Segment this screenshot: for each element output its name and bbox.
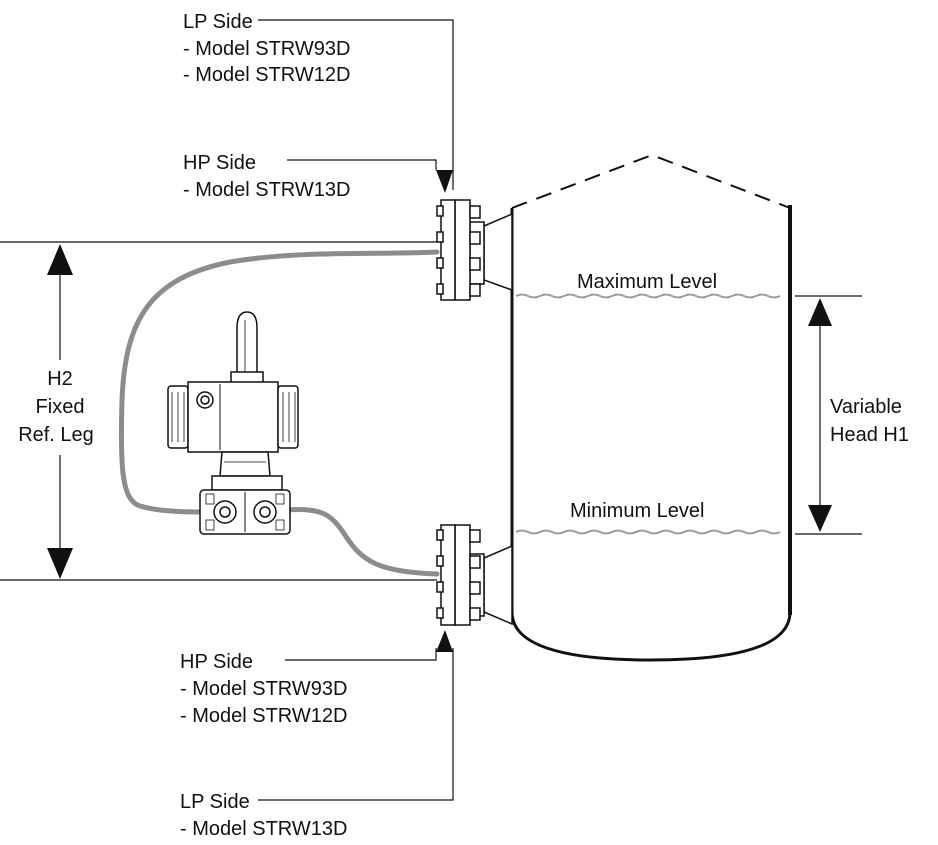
h1-label-line-2: Head H1	[830, 424, 909, 446]
h1-up-arrowhead	[808, 298, 832, 326]
h2-dimension	[0, 241, 437, 581]
pressure-transmitter	[167, 311, 299, 535]
lower-nozzle	[483, 544, 513, 626]
lower-flange-assembly	[436, 524, 513, 626]
upper-flange-assembly	[436, 199, 513, 301]
bottom-hp-leader	[285, 648, 437, 661]
tank-dashed-roof	[511, 153, 791, 209]
bottom-callout: HP Side - Model STRW93D - Model STRW12D …	[180, 651, 347, 840]
sensor-module	[211, 475, 283, 491]
upper-nozzle	[483, 212, 513, 292]
bottom-hp-model-1: - Model STRW93D	[180, 678, 347, 700]
top-leader-lines	[258, 19, 454, 190]
bottom-lp-leader	[258, 648, 454, 801]
minimum-level-surface	[515, 529, 781, 535]
h2-label-line-2: Fixed	[36, 396, 85, 418]
lower-remote-seal-flange	[454, 524, 471, 626]
h1-label-line-1: Variable	[830, 396, 902, 418]
h1-down-arrowhead	[808, 505, 832, 532]
lower-seal-body	[440, 524, 456, 626]
transmitter-neck	[219, 451, 271, 477]
bottom-lp-title: LP Side	[180, 791, 250, 813]
maximum-level-surface	[515, 293, 781, 299]
h2-up-arrowhead	[47, 244, 73, 275]
bottom-hp-model-2: - Model STRW12D	[180, 705, 347, 727]
top-leader-arrowhead	[436, 170, 453, 193]
top-hp-leader	[287, 159, 437, 170]
h2-label-line-1: H2	[47, 368, 73, 390]
h1-dimension	[795, 295, 862, 535]
upper-seal-body	[440, 199, 456, 301]
maximum-level-label: Maximum Level	[577, 271, 717, 293]
top-lp-model-2: - Model STRW12D	[183, 64, 350, 86]
minimum-level-label: Minimum Level	[570, 500, 704, 522]
bottom-leader-arrowhead	[436, 630, 453, 652]
transmitter-antenna	[236, 311, 258, 381]
upper-capillary-tube	[118, 249, 440, 515]
upper-remote-seal-flange	[454, 199, 471, 301]
top-lp-title: LP Side	[183, 11, 253, 33]
h2-label: H2 Fixed Ref. Leg	[18, 368, 94, 446]
tank-bottom	[510, 611, 792, 662]
top-hp-title: HP Side	[183, 152, 256, 174]
top-lp-leader	[258, 19, 454, 190]
h2-down-arrowhead	[47, 548, 73, 579]
tank	[510, 153, 792, 662]
lower-capillary-tube	[282, 507, 440, 577]
h2-label-line-3: Ref. Leg	[18, 424, 94, 446]
bottom-lp-model-1: - Model STRW13D	[180, 818, 347, 840]
top-hp-model-1: - Model STRW13D	[183, 179, 350, 201]
bottom-hp-title: HP Side	[180, 651, 253, 673]
top-callout: LP Side - Model STRW93D - Model STRW12D …	[183, 11, 350, 201]
top-lp-model-1: - Model STRW93D	[183, 38, 350, 60]
